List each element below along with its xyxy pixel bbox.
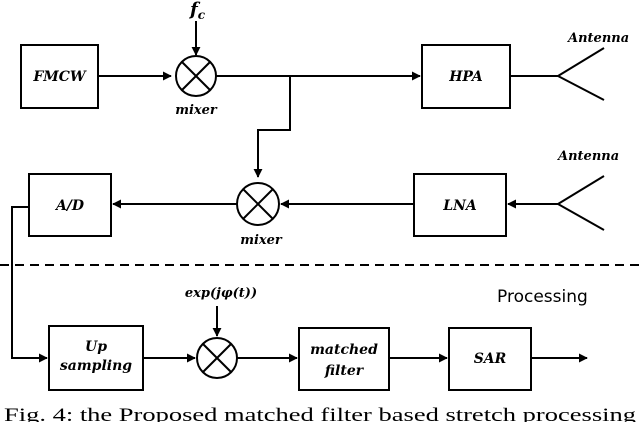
ad-to-upsampling-arrow bbox=[11, 206, 48, 363]
ad-label: A/D bbox=[54, 198, 85, 214]
matched-filter-label-line1: matched bbox=[310, 342, 378, 358]
ad-block: A/D bbox=[28, 173, 112, 237]
rx-antenna-label: Antenna bbox=[556, 149, 619, 164]
matched-filter-label-line2: filter bbox=[324, 363, 365, 379]
processing-section-label: Processing bbox=[497, 287, 588, 307]
mixer2-label: mixer bbox=[240, 233, 283, 248]
matched-filter-block: matched filter bbox=[298, 327, 390, 391]
tx-to-mixer2-arrow bbox=[253, 76, 291, 178]
phase-label: exp(jφ(t)) bbox=[185, 286, 257, 301]
tx-antenna-label: Antenna bbox=[566, 31, 629, 46]
lna-block: LNA bbox=[413, 173, 507, 237]
fmcw-label: FMCW bbox=[32, 69, 87, 85]
upsampling-block: Up sampling bbox=[48, 325, 144, 391]
mixer1-icon bbox=[175, 55, 217, 97]
hpa-block: HPA bbox=[421, 44, 511, 109]
lna-label: LNA bbox=[442, 198, 477, 214]
figure-caption: Fig. 4: the Proposed matched filter base… bbox=[4, 405, 637, 422]
sar-block: SAR bbox=[448, 327, 532, 391]
upsampling-label-line1: Up bbox=[85, 339, 107, 355]
upsampling-label-line2: sampling bbox=[60, 358, 132, 374]
mixer1-label: mixer bbox=[175, 103, 218, 118]
fmcw-block: FMCW bbox=[20, 44, 99, 109]
sar-label: SAR bbox=[474, 351, 507, 367]
tx-antenna-icon bbox=[557, 47, 605, 101]
hpa-label: HPA bbox=[448, 69, 483, 85]
mixer2-icon bbox=[236, 182, 280, 226]
mixer3-icon bbox=[196, 337, 238, 379]
rx-antenna-icon bbox=[557, 175, 605, 231]
carrier-frequency-label: fc bbox=[188, 0, 206, 22]
